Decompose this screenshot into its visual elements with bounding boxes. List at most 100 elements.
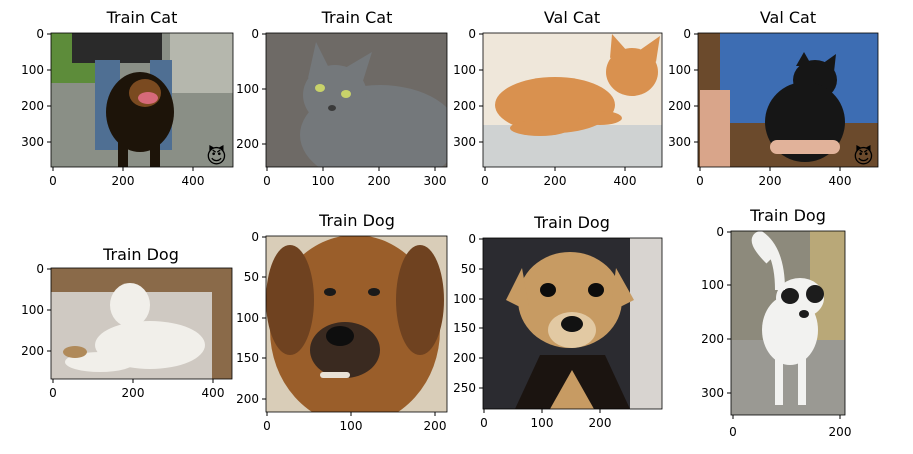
- x-axis: 0 100 200: [480, 409, 611, 430]
- y-tick-label: 100: [21, 63, 44, 77]
- y-tick-label: 200: [453, 351, 476, 365]
- y-tick-label: 100: [453, 292, 476, 306]
- axes-frame: [50, 267, 233, 380]
- y-tick-label: 0: [36, 27, 44, 41]
- y-tick-label: 0: [468, 27, 476, 41]
- panel-image: [698, 33, 878, 167]
- x-tick-label: 400: [202, 386, 225, 400]
- axes-frame: [730, 230, 846, 416]
- y-axis: 0 100 200 300: [668, 27, 698, 149]
- x-tick-label: 0: [729, 425, 737, 439]
- x-tick-label: 0: [263, 419, 271, 433]
- panel-image: [266, 236, 447, 412]
- y-tick-label: 200: [701, 332, 724, 346]
- panel-image: [483, 238, 662, 409]
- y-tick-label: 300: [668, 135, 691, 149]
- x-tick-label: 200: [759, 174, 782, 188]
- x-tick-label: 200: [829, 425, 852, 439]
- x-axis: 0 200 400: [49, 167, 204, 188]
- y-tick-label: 200: [236, 392, 259, 406]
- y-tick-label: 100: [21, 303, 44, 317]
- x-tick-label: 0: [480, 416, 488, 430]
- y-tick-label: 0: [683, 27, 691, 41]
- y-tick-label: 0: [36, 262, 44, 276]
- x-tick-label: 200: [589, 416, 612, 430]
- x-tick-label: 400: [182, 174, 205, 188]
- panel-4: Val Cat 😈 0 200 400 0 100: [668, 8, 879, 188]
- panel-title: Train Cat: [106, 8, 178, 27]
- y-tick-label: 300: [701, 386, 724, 400]
- x-tick-label: 300: [424, 174, 447, 188]
- x-tick-label: 200: [424, 419, 447, 433]
- x-tick-label: 0: [49, 386, 57, 400]
- y-tick-label: 200: [453, 99, 476, 113]
- y-tick-label: 0: [251, 27, 259, 41]
- y-tick-label: 300: [21, 135, 44, 149]
- x-tick-label: 0: [696, 174, 704, 188]
- y-tick-label: 150: [236, 351, 259, 365]
- x-tick-label: 0: [263, 174, 271, 188]
- y-tick-label: 100: [701, 278, 724, 292]
- y-tick-label: 100: [668, 63, 691, 77]
- y-tick-label: 200: [21, 344, 44, 358]
- y-tick-label: 50: [461, 262, 476, 276]
- x-axis: 0 200 400: [696, 167, 851, 188]
- panel-6: Train Dog 0 100 200 0: [236, 211, 448, 433]
- y-axis: 0 100 200 300: [701, 225, 731, 400]
- x-tick-label: 0: [49, 174, 57, 188]
- panel-image: [731, 231, 845, 415]
- panel-title: Train Dog: [533, 213, 610, 232]
- y-tick-label: 50: [244, 270, 259, 284]
- panel-title: Train Dog: [318, 211, 395, 230]
- x-tick-label: 100: [312, 174, 335, 188]
- y-tick-label: 100: [236, 82, 259, 96]
- y-axis: 0 100 200: [21, 262, 51, 358]
- axes-frame: [265, 235, 448, 413]
- y-tick-label: 300: [453, 135, 476, 149]
- y-axis: 0 50 100 150 200 250: [453, 232, 483, 395]
- panel-image: [483, 33, 662, 167]
- x-tick-label: 400: [829, 174, 852, 188]
- panel-1: Train Cat 😈 0 200 400: [21, 8, 234, 188]
- x-tick-label: 200: [544, 174, 567, 188]
- x-tick-label: 200: [122, 386, 145, 400]
- y-axis: 0 100 200 300: [21, 27, 51, 149]
- y-tick-label: 150: [453, 321, 476, 335]
- x-axis: 0 200 400: [481, 167, 636, 188]
- panel-title: Val Cat: [544, 8, 600, 27]
- axes-frame: [697, 32, 879, 168]
- y-tick-label: 0: [251, 230, 259, 244]
- x-tick-label: 400: [614, 174, 637, 188]
- devil-emoji-icon: 😈: [853, 144, 874, 168]
- x-axis: 0 100 200: [263, 412, 446, 433]
- y-tick-label: 100: [236, 311, 259, 325]
- y-tick-label: 250: [453, 381, 476, 395]
- y-axis: 0 100 200 300: [453, 27, 483, 149]
- y-tick-label: 200: [236, 137, 259, 151]
- panel-3: Val Cat 0 200 400 0 100 200: [453, 8, 663, 188]
- panel-title: Train Dog: [749, 206, 826, 225]
- panel-image: [51, 268, 232, 379]
- x-axis: 0 200: [729, 415, 851, 439]
- panel-image: [51, 33, 233, 167]
- x-tick-label: 200: [368, 174, 391, 188]
- y-tick-label: 200: [668, 99, 691, 113]
- y-tick-label: 100: [453, 63, 476, 77]
- x-axis: 0 100 200 300: [263, 167, 446, 188]
- axes-frame: [265, 32, 448, 168]
- panel-title: Val Cat: [760, 8, 816, 27]
- panel-title: Train Dog: [102, 245, 179, 264]
- y-tick-label: 0: [716, 225, 724, 239]
- axes-frame: [482, 237, 663, 410]
- panel-5: Train Dog 0 200 400 0 100 200: [21, 245, 233, 400]
- y-tick-label: 200: [21, 99, 44, 113]
- x-axis: 0 200 400: [49, 379, 224, 400]
- devil-emoji-icon: 😈: [206, 144, 227, 168]
- axes-frame: [50, 32, 234, 168]
- x-tick-label: 0: [481, 174, 489, 188]
- panel-image: [266, 33, 447, 167]
- panel-title: Train Cat: [321, 8, 393, 27]
- axes-frame: [482, 32, 663, 168]
- y-tick-label: 0: [468, 232, 476, 246]
